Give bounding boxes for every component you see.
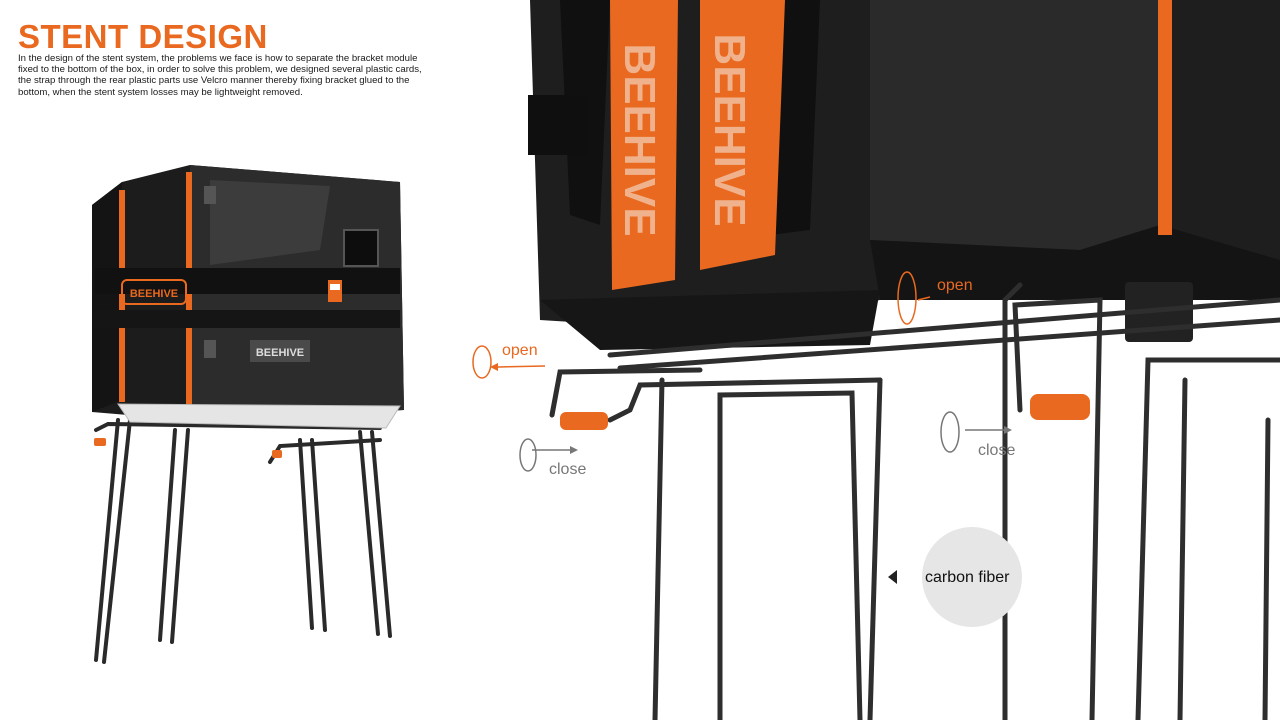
close-label-right: close	[978, 442, 1016, 459]
material-callout-circle	[922, 527, 1022, 627]
open-label-right: open	[937, 277, 973, 294]
box-badge: BEEHIVE	[130, 288, 178, 300]
product-render-full: BEEHIVE BEEHIVE	[92, 165, 404, 664]
box-logo-plate: BEEHIVE	[256, 347, 304, 359]
design-description: In the design of the stent system, the p…	[18, 53, 422, 98]
panel-brand-2: BEEHIVE	[705, 33, 754, 226]
material-callout-label: carbon fiber	[925, 569, 1010, 586]
open-label-left: open	[502, 342, 538, 359]
material-pointer-icon	[888, 570, 897, 584]
panel-brand-1: BEEHIVE	[615, 43, 664, 236]
close-label-left: close	[549, 461, 587, 478]
page-title: STENT DESIGN	[18, 18, 268, 55]
